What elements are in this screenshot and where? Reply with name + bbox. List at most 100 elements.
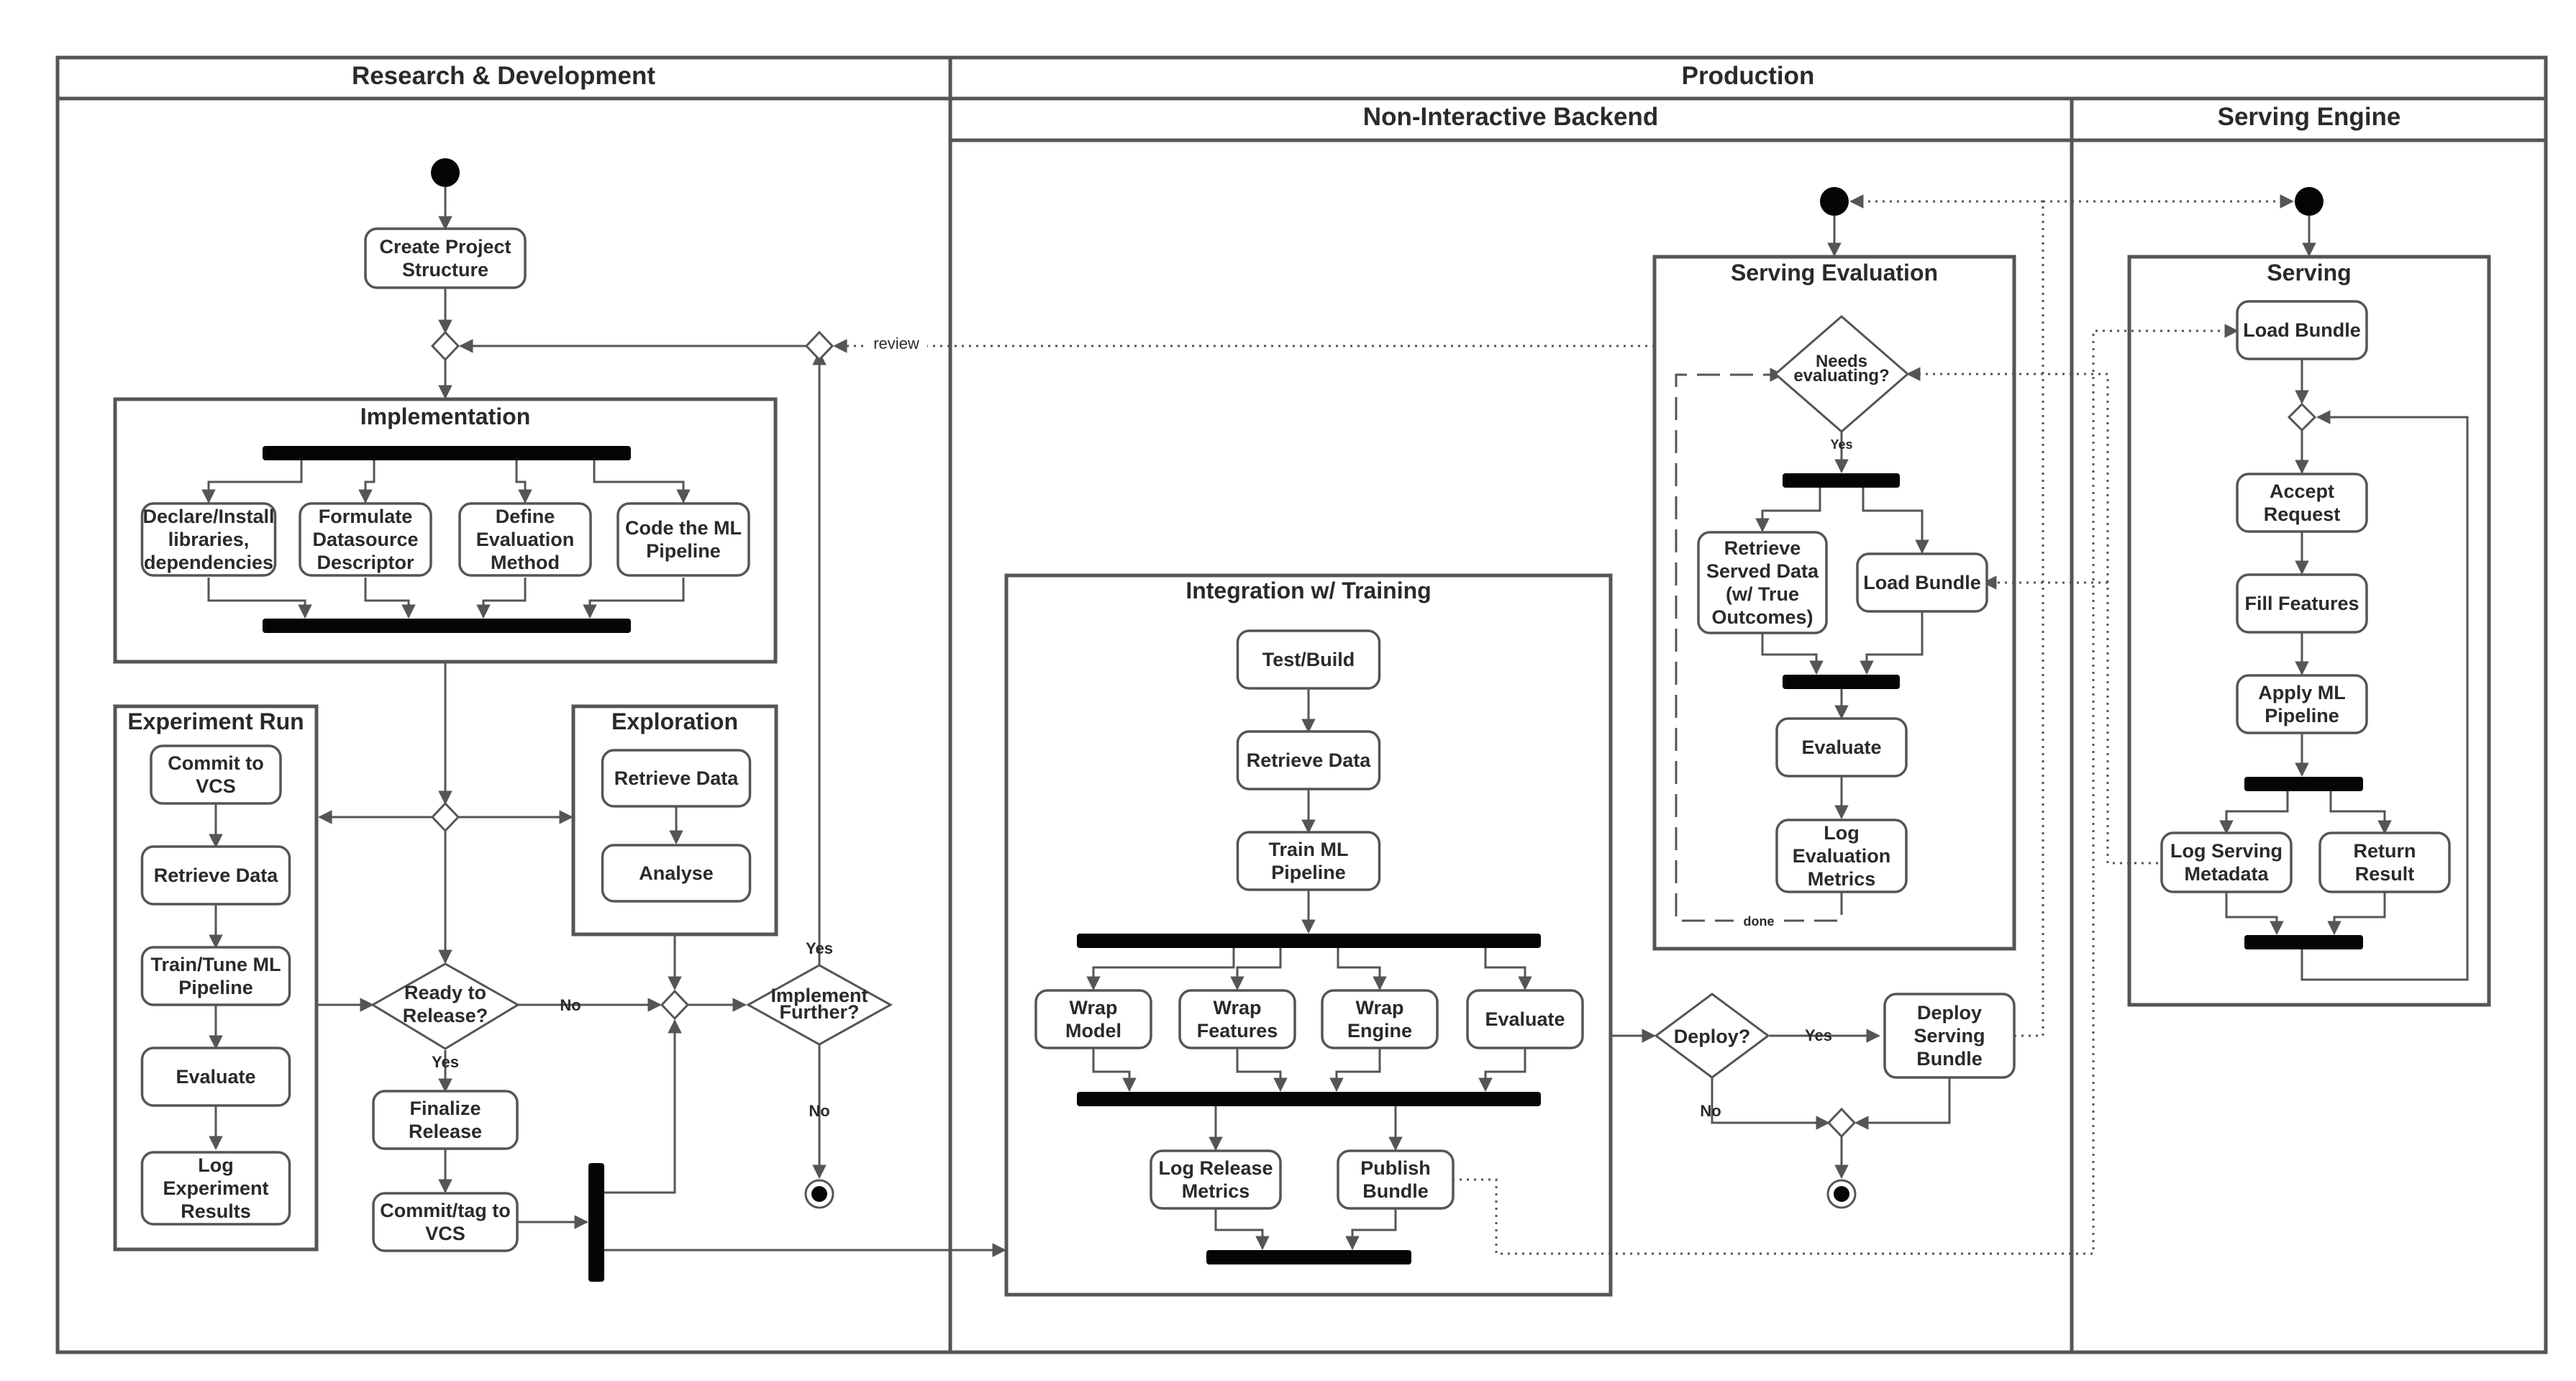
activity-label: Pipeline — [178, 977, 253, 998]
activity-box — [1697, 531, 1828, 634]
group-title-exploration: Exploration — [611, 708, 738, 734]
activity-label: libraries, — [168, 529, 250, 550]
activity-label: Model — [1065, 1020, 1121, 1042]
edge-label-no-deploy: No — [1700, 1102, 1721, 1120]
decision-needs-evaluating: Needs evaluating? — [1773, 315, 1910, 433]
decision-ready-release: Ready to Release? — [370, 962, 520, 1050]
activity-label: Features — [1197, 1020, 1278, 1042]
merge-node-deploy — [1826, 1107, 1857, 1139]
edge-label-no-implement: No — [809, 1102, 829, 1120]
edge-label-done: done — [1744, 914, 1775, 929]
fork-bar-release — [588, 1163, 604, 1282]
join-bar-implementation — [263, 619, 631, 633]
group-title-implementation: Implementation — [360, 404, 530, 429]
activity-box — [1856, 552, 1988, 613]
activity-label: Log — [198, 1154, 233, 1176]
activity-label: Wrap — [1213, 997, 1261, 1018]
fork-bar-implementation — [263, 446, 631, 460]
activity-label: Formulate — [319, 506, 413, 527]
activity-label: Results — [181, 1200, 251, 1222]
activity-box — [1775, 717, 1908, 778]
swimlanes: Research & Development Production Non-In… — [55, 55, 2548, 1354]
activity-box — [1466, 989, 1584, 1049]
group-title-serving: Serving — [2267, 260, 2351, 286]
decision-implement-further-line2: Further? — [780, 1001, 860, 1023]
group-serving-evaluation — [1652, 255, 2016, 951]
edge-label-review: review — [873, 334, 919, 352]
activity-label: (w/ True — [1726, 583, 1799, 605]
activity-label: Log — [1824, 822, 1859, 844]
control-flows — [201, 187, 2469, 1257]
activity-box — [1236, 831, 1381, 891]
activity-box — [140, 502, 277, 577]
decision-deploy-line1: Deploy? — [1674, 1026, 1751, 1047]
decision-deploy: Deploy? — [1654, 993, 1770, 1079]
activity-label: Serving — [1913, 1025, 1985, 1047]
join-bar-serving — [2244, 935, 2363, 949]
activity-label: Wrap — [1069, 997, 1117, 1018]
decision-implement-further: Implement Further? — [745, 964, 893, 1046]
join-bar-publish — [1206, 1250, 1411, 1264]
activity-label: Evaluation — [1793, 845, 1891, 867]
activity-label: VCS — [196, 775, 236, 797]
activity-label: Log Serving — [2170, 840, 2283, 862]
activity-label: dependencies — [144, 552, 273, 573]
activity-it-retrieve: Retrieve Data — [1236, 730, 1381, 790]
branch-node-activities — [430, 801, 460, 833]
activity-box — [150, 744, 282, 805]
merge-node-implement — [804, 330, 834, 362]
activity-fill-features: Fill Features — [2236, 573, 2368, 634]
decision-nodes: Ready to Release? Implement Further? Nee… — [370, 315, 2317, 1139]
activity-box — [372, 1192, 519, 1252]
activity-label: Pipeline — [646, 540, 721, 562]
group-title-experiment-run: Experiment Run — [127, 708, 304, 734]
activity-label: Accept — [2270, 480, 2334, 502]
activity-box — [140, 845, 291, 906]
activity-label: Train/Tune ML — [151, 954, 281, 975]
activity-label: Test/Build — [1262, 649, 1355, 670]
activity-label: Define — [496, 506, 555, 527]
activity-label: Bundle — [1362, 1180, 1429, 1202]
activity-label: Commit to — [168, 752, 263, 774]
activity-label: Request — [2264, 503, 2341, 525]
activity-label: Datasource — [312, 529, 418, 550]
activity-box — [1178, 989, 1296, 1049]
activity-box — [1883, 993, 2016, 1079]
group-title-serving-evaluation: Serving Evaluation — [1731, 260, 1938, 286]
activity-label: VCS — [425, 1223, 465, 1244]
activity-label: Train ML — [1268, 839, 1348, 860]
merge-node-review — [430, 330, 460, 362]
activity-label: Wrap — [1355, 997, 1403, 1018]
activity-label: Release — [409, 1121, 482, 1142]
activity-box — [1034, 989, 1152, 1049]
activity-box — [2236, 573, 2368, 634]
activity-label: Apply ML — [2258, 682, 2346, 703]
end-node-research — [804, 1179, 834, 1209]
activity-er-retrieve: Retrieve Data — [140, 845, 291, 906]
merge-node-further — [660, 989, 690, 1021]
activity-label: Publish — [1360, 1157, 1431, 1179]
activity-box — [601, 844, 752, 903]
edge-label-no-ready: No — [560, 996, 581, 1014]
group-serving — [2127, 255, 2491, 1007]
activity-it-evaluate: Evaluate — [1466, 989, 1584, 1049]
activity-label: Method — [491, 552, 560, 573]
activity-label: Create Project — [379, 236, 511, 257]
fork-bar-serving — [2244, 777, 2363, 791]
edge-label-yes-ready: Yes — [432, 1053, 459, 1071]
activity-box — [1775, 819, 1908, 893]
activity-label: Retrieve Data — [1247, 749, 1372, 771]
activity-label: Finalize — [409, 1098, 481, 1119]
